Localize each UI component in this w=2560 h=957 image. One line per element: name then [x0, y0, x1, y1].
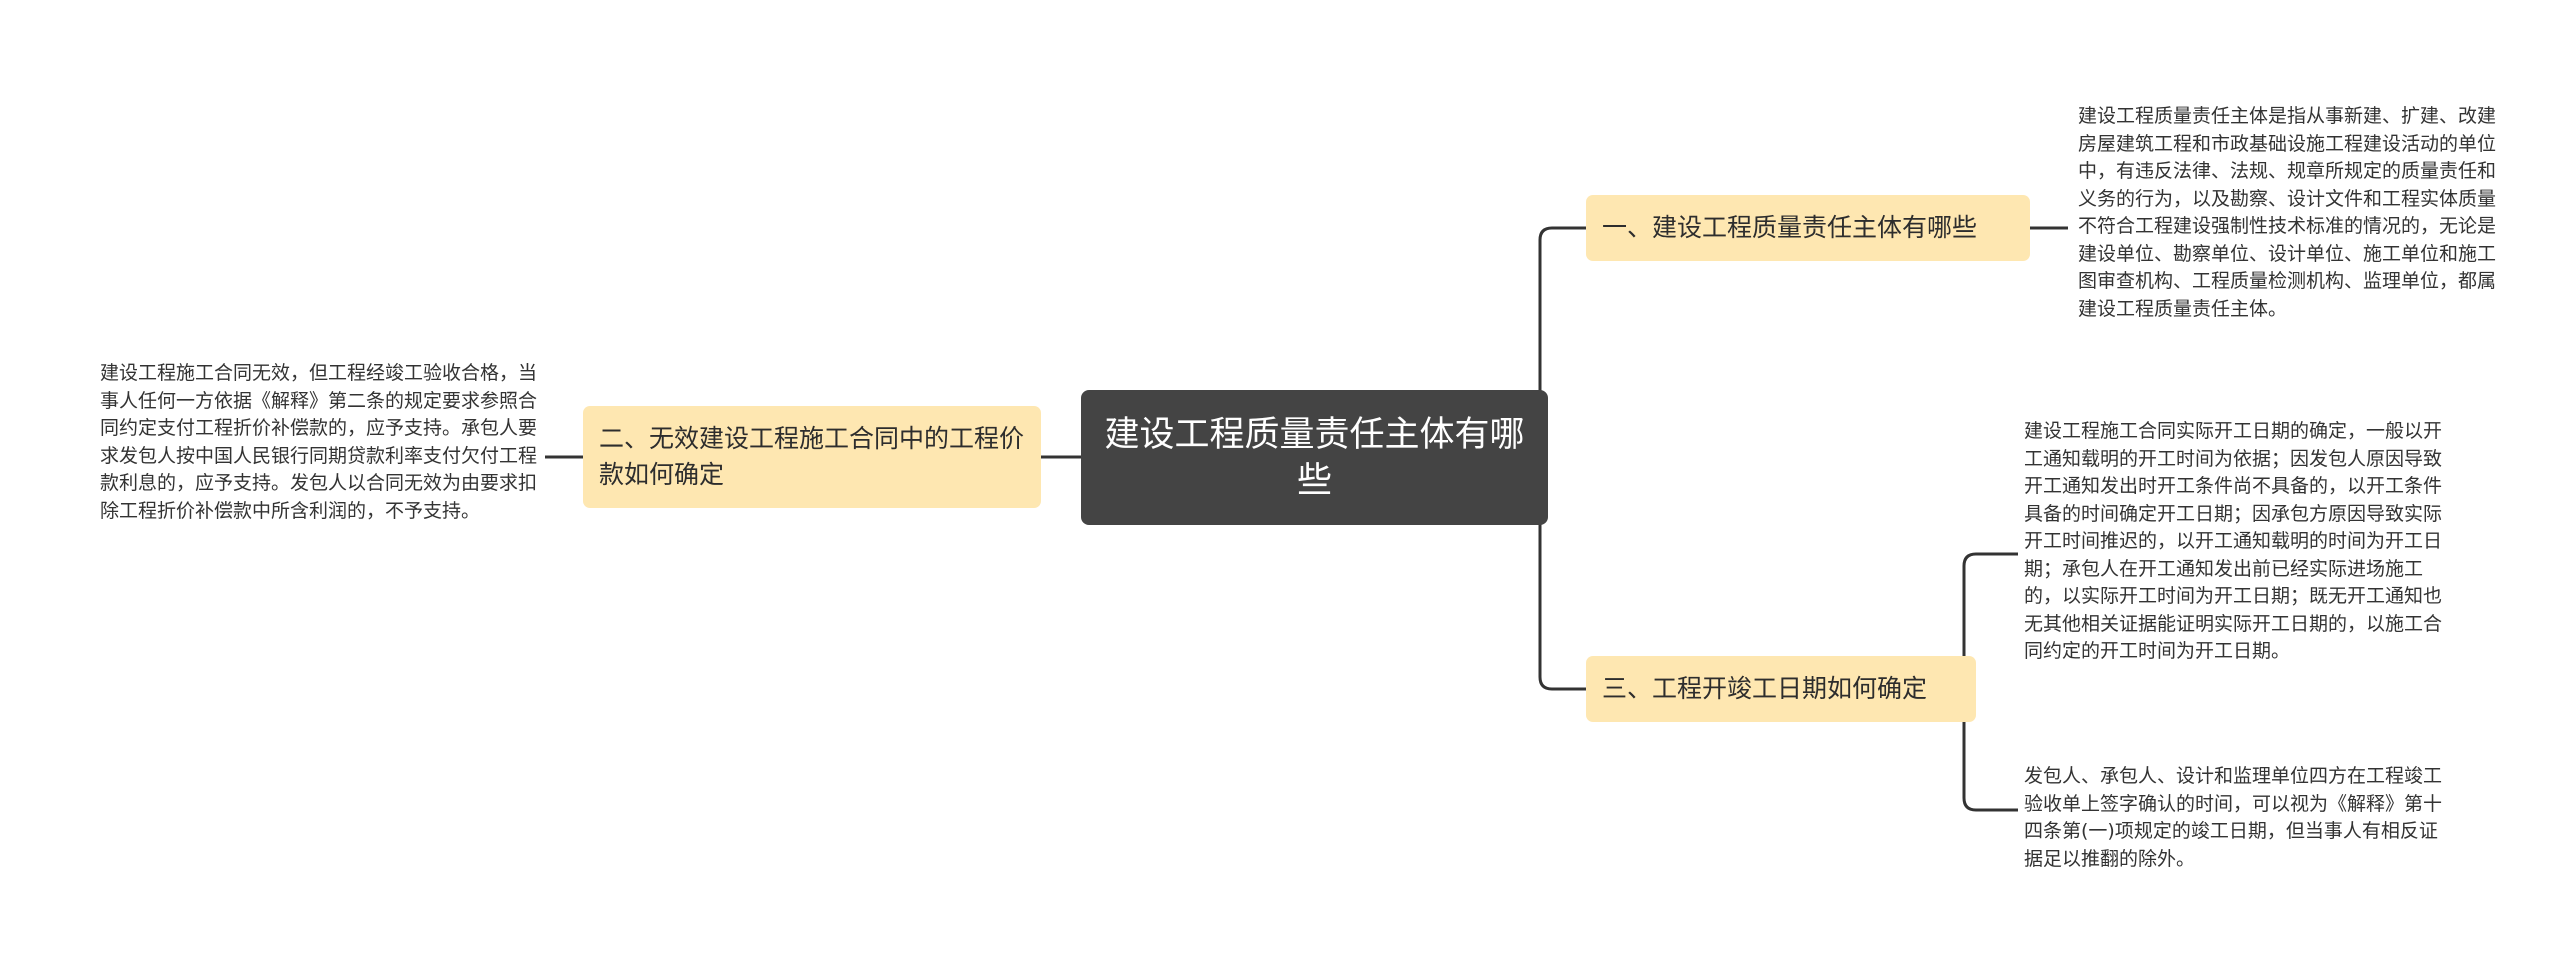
branch-topic-1-label: 一、建设工程质量责任主体有哪些 [1602, 213, 1978, 242]
leaf-note-3: 建设工程施工合同实际开工日期的确定，一般以开工通知载明的开工时间为依据；因发包人… [2024, 420, 2443, 662]
branch-topic-3-label: 三、工程开竣工日期如何确定 [1602, 674, 1928, 703]
branch-topic-1[interactable]: 一、建设工程质量责任主体有哪些 [1586, 195, 2030, 261]
leaf-note-4: 发包人、承包人、设计和监理单位四方在工程竣工验收单上签字确认的时间，可以视为《解… [2024, 765, 2443, 870]
branch-topic-3[interactable]: 三、工程开竣工日期如何确定 [1586, 656, 1976, 722]
leaf-note-2: 建设工程施工合同无效，但工程经竣工验收合格，当事人任何一方依据《解释》第二条的规… [100, 362, 538, 522]
root-topic-title: 建设工程质量责任主体有哪些 [1104, 414, 1525, 501]
leaf-note-1: 建设工程质量责任主体是指从事新建、扩建、改建房屋建筑工程和市政基础设施工程建设活… [2078, 105, 2497, 320]
root-topic[interactable]: 建设工程质量责任主体有哪些 [1081, 390, 1548, 525]
branch-topic-2-label: 二、无效建设工程施工合同中的工程价款如何确定 [599, 424, 1025, 489]
connector-branch-3-to-leaf-4 [1962, 689, 2018, 812]
connector-root-to-branch-3 [1538, 457, 1586, 691]
branch-topic-2[interactable]: 二、无效建设工程施工合同中的工程价款如何确定 [583, 406, 1041, 508]
connector-branch-3-to-leaf-3 [1962, 552, 2018, 691]
